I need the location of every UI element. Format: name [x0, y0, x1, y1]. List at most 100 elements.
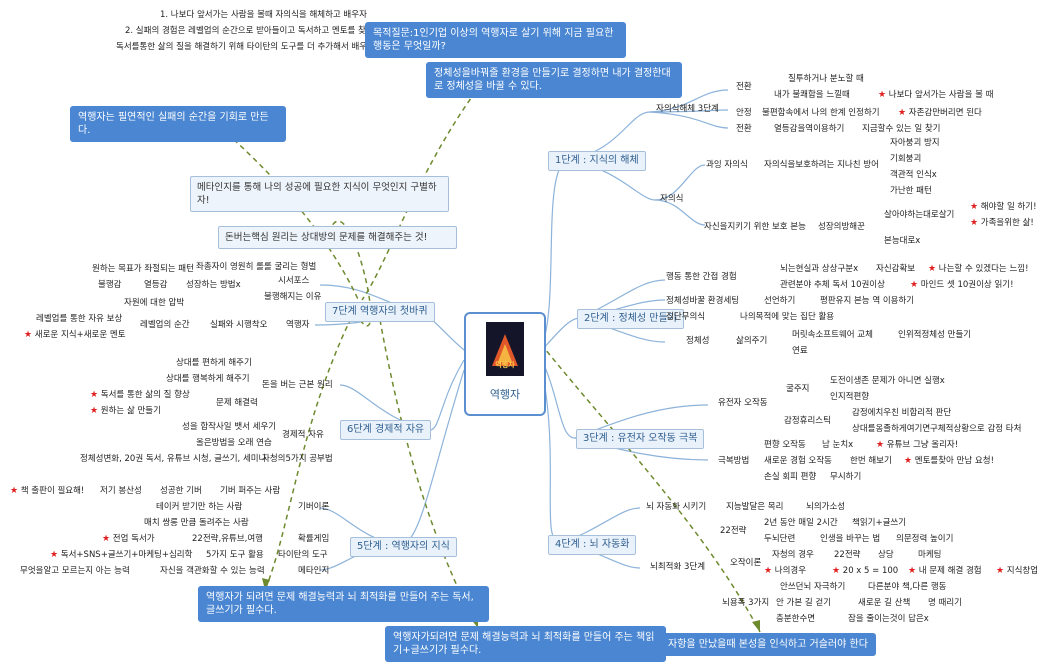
- branch-step6[interactable]: 6단계 경제적 자유: [340, 420, 432, 440]
- node[interactable]: 메타인지: [298, 566, 330, 576]
- node[interactable]: 실패와 시행착오: [210, 320, 268, 330]
- node[interactable]: 상당: [878, 550, 894, 560]
- identity-box[interactable]: 정체성을바꿔줄 환경을 만들기로 결정하면 내가 결정한대로 정체성을 바꿀 수…: [426, 62, 682, 98]
- node[interactable]: 22전략: [834, 550, 861, 560]
- node[interactable]: 자청의5가지 공부법: [262, 454, 333, 464]
- node[interactable]: 5가지 도구 활용: [206, 550, 264, 560]
- node[interactable]: 타이탄의 도구: [278, 550, 328, 560]
- node[interactable]: 감정에치우친 비합리적 판단: [852, 408, 952, 418]
- node[interactable]: 성을 합작사일 뱃서 세우기: [182, 422, 277, 432]
- node[interactable]: 행동 통한 간접 경험: [666, 272, 737, 282]
- node-starred[interactable]: ★ 유튜브 그냥 올리자!: [876, 440, 959, 450]
- node-starred[interactable]: ★ 멘토를찾아 만남 요청!: [904, 456, 994, 466]
- node[interactable]: 정체성: [686, 336, 710, 346]
- node[interactable]: 매치 쌍롱 만큼 돌려주는 사람: [144, 518, 249, 528]
- node[interactable]: 과잉 자의식: [706, 160, 748, 170]
- branch-step2[interactable]: 2단계 : 정체성 만들기: [577, 309, 684, 329]
- branch-step4[interactable]: 4단계 : 뇌 자동화: [548, 535, 637, 555]
- node[interactable]: 인위적정체성 만들기: [898, 330, 972, 340]
- node[interactable]: 시서포스: [278, 276, 310, 286]
- node[interactable]: 평판유지 본능 역 이용하기: [820, 296, 915, 306]
- node[interactable]: 남 눈치x: [822, 440, 854, 450]
- node[interactable]: 좌총자이 영원히 롤롤 굴리는 형벌: [196, 262, 317, 272]
- node[interactable]: 레벨업의 순간: [140, 320, 190, 330]
- node[interactable]: 열등감을역이용하기: [774, 124, 845, 134]
- node[interactable]: 경제적 자유: [282, 430, 324, 440]
- node[interactable]: 집단무의식: [666, 312, 706, 322]
- node[interactable]: 정체성바꿀 환경세팅: [666, 296, 740, 306]
- node[interactable]: 전환: [736, 124, 752, 134]
- node-starred[interactable]: ★ 해야할 일 하기!: [970, 202, 1037, 212]
- node[interactable]: 두뇌단련: [764, 534, 796, 544]
- node[interactable]: 의문정력 높이기: [896, 534, 954, 544]
- node-starred[interactable]: ★ 나는할 수 있겠다는 느낌!: [928, 264, 1029, 274]
- node-starred[interactable]: ★ 20 x 5 = 100: [832, 566, 899, 576]
- node[interactable]: 나의목적에 맞는 집단 활용: [740, 312, 835, 322]
- node[interactable]: 가난한 패턴: [890, 186, 932, 196]
- node[interactable]: 객관적 인식x: [890, 170, 937, 180]
- node-starred[interactable]: ★ 책 출판이 필요해!: [10, 486, 85, 496]
- node[interactable]: 도전이생존 문제가 아니면 실행x: [830, 376, 945, 386]
- node[interactable]: 문제 해결력: [216, 398, 258, 408]
- node[interactable]: 기버 퍼주는 사람: [220, 486, 281, 496]
- node[interactable]: 확률게임: [298, 534, 330, 544]
- node[interactable]: 유전자 오작동: [718, 398, 768, 408]
- node[interactable]: 테이커 받기만 하는 사람: [156, 502, 243, 512]
- branch-step1[interactable]: 1단계 : 지식의 해체: [548, 151, 646, 171]
- node[interactable]: 지능발달은 목리: [726, 502, 784, 512]
- node[interactable]: 편향 오작동: [764, 440, 806, 450]
- node[interactable]: 불행해지는 이유: [264, 292, 322, 302]
- purpose-box[interactable]: 목적질문:1인기업 이상의 역행자로 살기 위해 지금 필요한 행동은 무엇일까…: [365, 22, 626, 58]
- node[interactable]: 상대를 행복하게 해주기: [166, 374, 250, 384]
- node-starred[interactable]: ★ 독서+SNS+글쓰기+마케팅+심리학: [50, 550, 193, 560]
- node-starred[interactable]: ★ 전업 독서가: [102, 534, 155, 544]
- node[interactable]: 불행감: [98, 280, 122, 290]
- node-starred[interactable]: ★ 새로운 지식+새로운 멘토: [24, 330, 126, 340]
- node[interactable]: 뇌는현실과 상상구분x: [780, 264, 859, 274]
- node[interactable]: 정체성변화, 20권 독서, 유튜브 시청, 글쓰기, 세미나: [80, 454, 267, 464]
- reading-box-1[interactable]: 역행자가 되려면 문제 해결능력과 뇌 최적화를 만들어 주는 독서, 글쓰기가…: [198, 586, 489, 622]
- node[interactable]: 명 때리기: [928, 598, 962, 608]
- node-starred[interactable]: ★ 나의경우: [764, 566, 807, 576]
- node-starred[interactable]: ★ 자존감만버리면 된다: [898, 108, 982, 118]
- topleft-item[interactable]: 독서를통한 삶의 질을 해결하기 위해 타이탄의 도구를 더 추가해서 배우자: [116, 42, 375, 52]
- instinct-box[interactable]: 자항을 만났을때 본성을 인식하고 거슬러야 한다: [660, 633, 876, 656]
- node[interactable]: 구체적상황으로 감정 타처: [930, 424, 1022, 434]
- node[interactable]: 역행자: [286, 320, 310, 330]
- branch-step3[interactable]: 3단계 : 유전자 오작동 극복: [576, 429, 705, 449]
- node[interactable]: 불편함속에서 나의 한계 인정하기: [762, 108, 880, 118]
- node-starred[interactable]: ★ 독서를 통한 삶의 질 향상: [90, 390, 190, 400]
- node[interactable]: 안쓰던뇌 자극하기: [780, 582, 846, 592]
- node[interactable]: 잠을 줄이는것이 답은x: [848, 614, 929, 624]
- node[interactable]: 돈을 버는 근본 원리: [262, 380, 333, 390]
- failure-box[interactable]: 역행자는 필연적인 실패의 순간을 기회로 만든다.: [70, 106, 286, 142]
- node[interactable]: 열등감: [144, 280, 168, 290]
- node[interactable]: 새로운 길 산책: [858, 598, 911, 608]
- node[interactable]: 인생을 바꾸는 법: [820, 534, 881, 544]
- topleft-item[interactable]: 1. 나보다 앞서가는 사람을 볼때 자의식을 해체하고 배우자: [160, 10, 367, 20]
- node[interactable]: 자의식해체 3단계: [656, 104, 719, 114]
- node[interactable]: 성장의방해꾼: [818, 222, 865, 232]
- node[interactable]: 다른분야 책,다른 행동: [868, 582, 947, 592]
- node[interactable]: 22전략,유튜브,여행: [192, 534, 263, 544]
- node-starred[interactable]: ★ 지식창업: [996, 566, 1039, 576]
- node[interactable]: 성장하는 방법x: [186, 280, 241, 290]
- node[interactable]: 감정휴리스틱: [784, 416, 831, 426]
- node[interactable]: 뇌의가소성: [806, 502, 846, 512]
- node[interactable]: 극복방법: [718, 456, 750, 466]
- node[interactable]: 기버이론: [298, 502, 330, 512]
- node[interactable]: 굴주지: [786, 384, 810, 394]
- node[interactable]: 살아야하는대로살기: [884, 210, 955, 220]
- node[interactable]: 기회붕괴: [890, 154, 922, 164]
- node[interactable]: 본능대로x: [884, 236, 921, 246]
- node[interactable]: 뇌최적화 3단계: [650, 562, 706, 572]
- node[interactable]: 삶의주기: [736, 336, 768, 346]
- node[interactable]: 자원에 대한 압박: [124, 298, 185, 308]
- node[interactable]: 성공한 기버: [160, 486, 202, 496]
- node[interactable]: 원하는 목표가 좌절되는 패턴: [92, 264, 194, 274]
- node[interactable]: 자의식: [660, 194, 684, 204]
- branch-step7[interactable]: 7단계 역행자의 첫바퀴: [325, 302, 435, 322]
- node[interactable]: 충분한수면: [776, 614, 816, 624]
- node[interactable]: 손실 회피 편향: [764, 472, 817, 482]
- node[interactable]: 무엇을알고 모르는지 아는 능력: [20, 566, 130, 576]
